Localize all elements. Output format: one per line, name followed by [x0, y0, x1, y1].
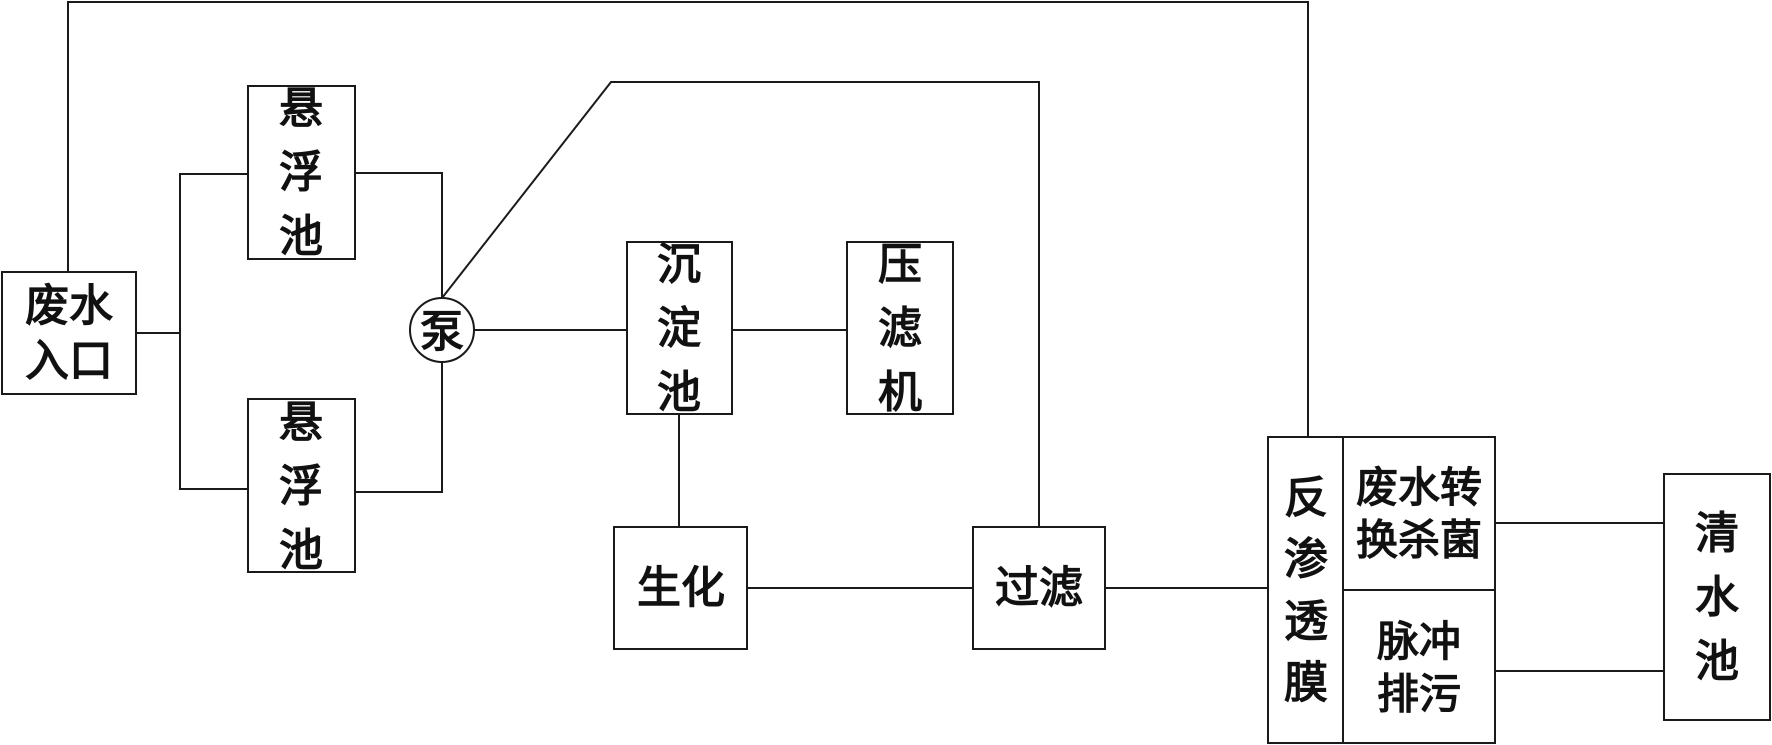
- suspension-top-box: [247, 85, 356, 260]
- label-line: 沉: [657, 239, 701, 290]
- label-line: 浮: [279, 147, 323, 198]
- label-line: 浮: [279, 461, 323, 512]
- label-line: 渗: [1284, 534, 1328, 585]
- label-line: 淀: [657, 303, 701, 354]
- filtration-label: 过滤: [995, 563, 1083, 614]
- clean-pool-label: 清水池: [1695, 508, 1740, 687]
- label-line: 反: [1284, 472, 1328, 523]
- filtration-box: [972, 526, 1106, 650]
- label-line: 池: [1695, 635, 1739, 686]
- reverse-osmosis-label: 反渗透膜: [1284, 472, 1329, 708]
- node-filtration: 过滤: [972, 526, 1106, 650]
- suspension-bottom-label: 悬浮池: [279, 397, 323, 576]
- label-line: 清: [1695, 508, 1739, 559]
- node-biochem: 生化: [613, 526, 748, 650]
- bypass-line-inlet-to-membrane: [67, 1, 1309, 437]
- node-filter-press: 压滤机: [846, 239, 954, 418]
- node-reverse-osmosis-unit: 反渗透膜 废水转换杀菌 脉冲排污: [1267, 436, 1496, 744]
- node-suspension-top: 悬浮池: [247, 83, 356, 262]
- pump-label: 泵: [420, 307, 464, 358]
- node-suspension-bottom: 悬浮池: [247, 397, 356, 576]
- inlet-label: 废水入口: [25, 280, 114, 386]
- label-line: 池: [657, 366, 701, 417]
- filter-press-label: 压滤机: [878, 239, 922, 418]
- label-line: 换杀菌: [1356, 515, 1482, 564]
- sedimentation-box: [626, 241, 733, 415]
- node-inlet: 废水入口: [1, 271, 137, 395]
- label-line: 池: [279, 210, 323, 261]
- label-line: 透: [1284, 595, 1329, 646]
- label-line: 悬: [279, 397, 323, 448]
- node-pump: 泵: [409, 297, 475, 363]
- conversion-sterilization-label: 废水转换杀菌: [1356, 462, 1482, 564]
- sedimentation-label: 沉淀池: [657, 239, 701, 418]
- label-line: 膜: [1284, 657, 1328, 708]
- clean-pool-box: [1663, 473, 1771, 721]
- label-line: 脉冲: [1377, 616, 1461, 665]
- node-sedimentation: 沉淀池: [626, 239, 733, 418]
- inlet-box: [1, 271, 137, 395]
- biochem-box: [613, 526, 748, 650]
- suspension-bottom-box: [247, 398, 356, 573]
- filter-press-box: [846, 241, 954, 415]
- line-suspension-top-to-pump: [355, 172, 443, 298]
- biochem-label: 生化: [637, 563, 725, 614]
- node-clean-pool: 清水池: [1663, 473, 1771, 721]
- splitter-line: [179, 173, 248, 490]
- label-line: 入口: [25, 335, 113, 386]
- connectors: [67, 1, 1664, 672]
- label-line: 排污: [1377, 669, 1461, 718]
- suspension-top-label: 悬浮池: [279, 83, 323, 262]
- label-line: 废水: [25, 280, 114, 331]
- label-line: 水: [1695, 572, 1740, 623]
- label-line: 废水转: [1356, 462, 1482, 511]
- label-line: 压: [878, 239, 922, 290]
- line-pump-to-filtration: [441, 81, 1040, 527]
- label-line: 滤: [878, 303, 922, 354]
- line-suspension-bottom-to-pump: [355, 362, 443, 493]
- label-line: 池: [279, 524, 323, 575]
- pulse-discharge-label: 脉冲排污: [1377, 616, 1461, 718]
- pump-circle: [409, 297, 475, 363]
- label-line: 机: [878, 366, 922, 417]
- label-line: 悬: [279, 83, 323, 134]
